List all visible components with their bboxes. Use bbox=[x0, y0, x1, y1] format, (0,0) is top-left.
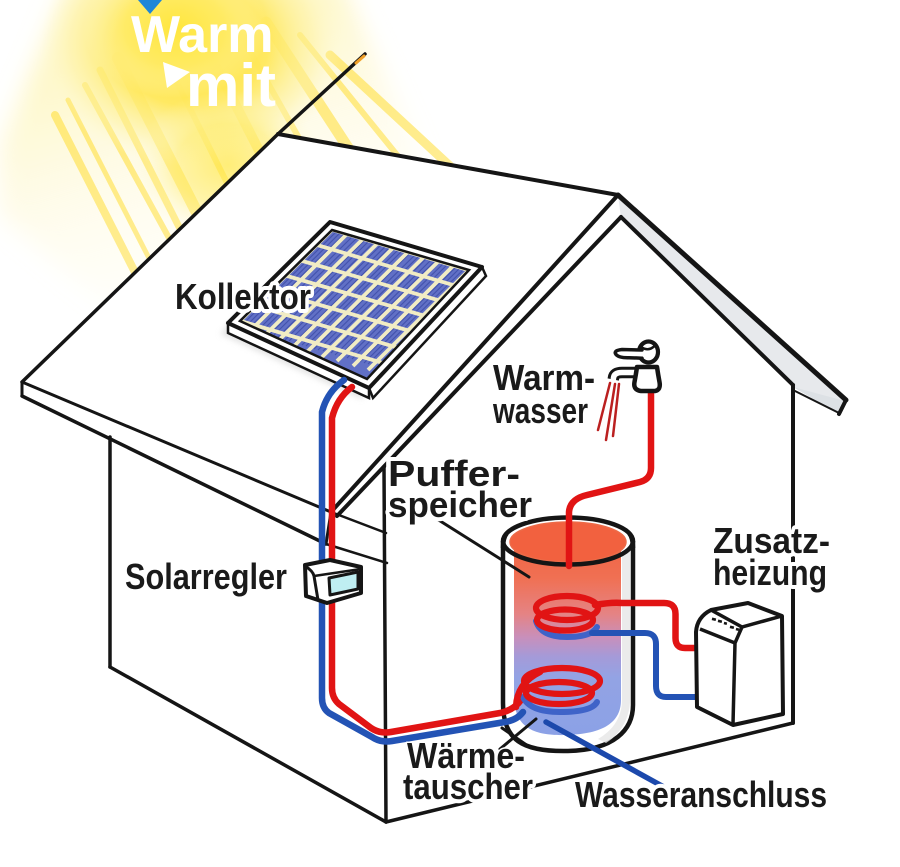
svg-text:Warm-: Warm- bbox=[493, 357, 595, 398]
svg-text:Wärme-: Wärme- bbox=[407, 735, 525, 776]
svg-text:wasser: wasser bbox=[492, 390, 588, 431]
svg-text:Warm: Warm bbox=[131, 6, 274, 64]
svg-text:Puffer-: Puffer- bbox=[388, 453, 520, 494]
svg-text:mit: mit bbox=[186, 52, 276, 119]
svg-text:tauscher: tauscher bbox=[403, 766, 533, 807]
svg-text:heizung: heizung bbox=[713, 552, 827, 593]
svg-text:Zusatz-: Zusatz- bbox=[713, 520, 830, 561]
svg-text:Wasseranschluss: Wasseranschluss bbox=[575, 774, 827, 815]
svg-text:speicher: speicher bbox=[388, 484, 532, 525]
svg-text:Solarregler: Solarregler bbox=[125, 556, 287, 597]
svg-text:Kollektor: Kollektor bbox=[175, 276, 311, 317]
